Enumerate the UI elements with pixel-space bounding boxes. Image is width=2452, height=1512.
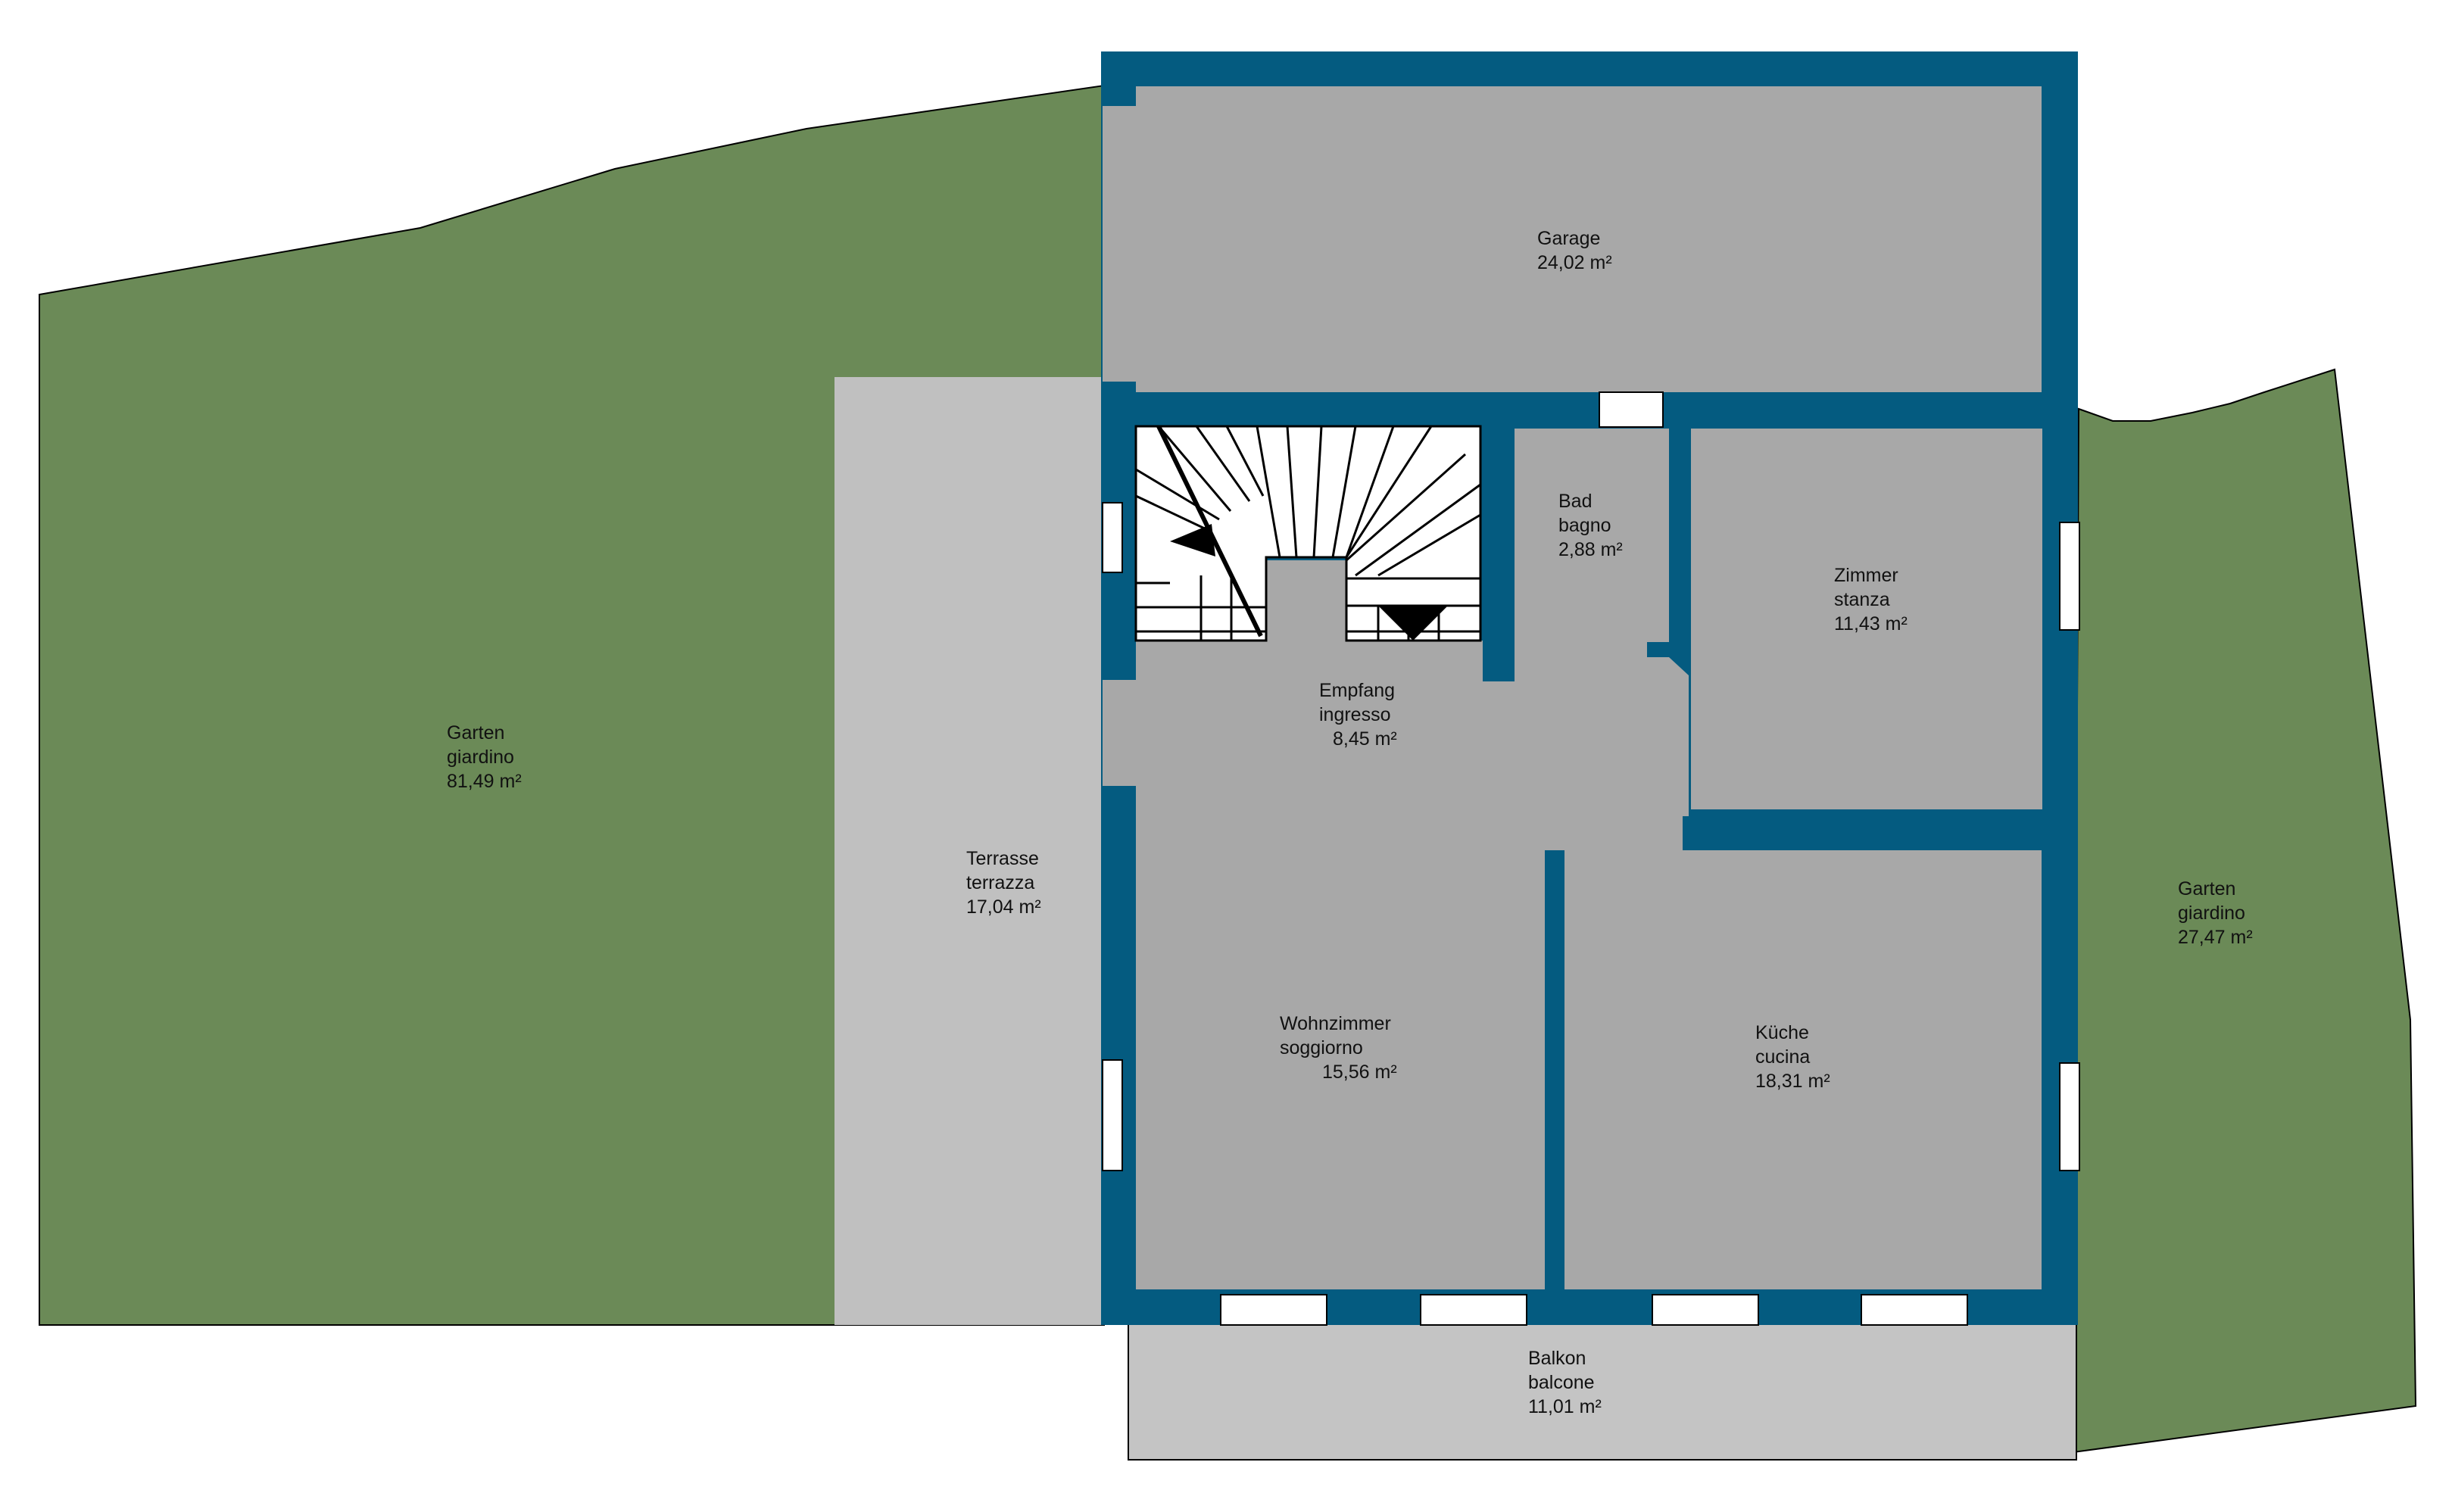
- window-garage-bad: [1599, 391, 1664, 428]
- label-terrasse: Terrasse terrazza 17,04 m²: [966, 848, 1041, 918]
- wall-stub-1: [1483, 641, 1515, 681]
- balcony-area: [1128, 1323, 2077, 1461]
- svg-text:81,49 m²: 81,49 m²: [447, 771, 522, 792]
- wohnzimmer-floor: [1136, 850, 1545, 1289]
- svg-text:soggiorno: soggiorno: [1280, 1037, 1363, 1058]
- label-garage: Garage 24,02 m²: [1537, 228, 1612, 273]
- label-zimmer: Zimmer stanza 11,43 m²: [1834, 565, 1908, 634]
- svg-text:11,01 m²: 11,01 m²: [1528, 1396, 1602, 1417]
- label-bad: Bad bagno 2,88 m²: [1558, 491, 1623, 560]
- svg-text:Bad: Bad: [1558, 491, 1592, 512]
- label-garten-east: Garten giardino 27,47 m²: [2178, 878, 2253, 948]
- svg-text:27,47 m²: 27,47 m²: [2178, 927, 2253, 948]
- svg-text:stanza: stanza: [1834, 589, 1890, 610]
- staircase: [1134, 425, 1482, 642]
- window-south-1: [1220, 1294, 1327, 1326]
- svg-text:2,88 m²: 2,88 m²: [1558, 539, 1623, 560]
- label-wohnzimmer: Wohnzimmer soggiorno 15,56 m²: [1280, 1013, 1397, 1083]
- window-south-3: [1652, 1294, 1759, 1326]
- svg-text:Zimmer: Zimmer: [1834, 565, 1898, 586]
- stair-arrow-down-icon: [1378, 606, 1448, 641]
- label-kueche: Küche cucina 18,31 m²: [1755, 1022, 1830, 1092]
- empfang-floor: [1136, 560, 1689, 850]
- svg-text:17,04 m²: 17,04 m²: [966, 896, 1041, 918]
- svg-text:Garten: Garten: [2178, 878, 2235, 899]
- window-east-kueche: [2059, 1062, 2080, 1171]
- svg-text:Garage: Garage: [1537, 228, 1600, 249]
- svg-text:15,56 m²: 15,56 m²: [1322, 1062, 1397, 1083]
- garden-east-area: [2072, 368, 2417, 1454]
- window-east-zimmer: [2059, 522, 2080, 631]
- label-empfang: Empfang ingresso 8,45 m²: [1319, 680, 1397, 750]
- window-south-2: [1420, 1294, 1527, 1326]
- window-west-wohnzimmer: [1102, 1059, 1123, 1171]
- empfang-door-floor: [1354, 810, 1449, 851]
- kueche-floor: [1564, 850, 2042, 1289]
- garage-floor: [1136, 86, 2042, 392]
- window-south-4: [1861, 1294, 1968, 1326]
- svg-text:giardino: giardino: [447, 747, 514, 768]
- svg-text:ingresso: ingresso: [1319, 704, 1391, 725]
- svg-text:Balkon: Balkon: [1528, 1348, 1586, 1369]
- svg-text:24,02 m²: 24,02 m²: [1537, 252, 1612, 273]
- svg-text:giardino: giardino: [2178, 903, 2245, 924]
- svg-text:18,31 m²: 18,31 m²: [1755, 1071, 1830, 1092]
- svg-text:Garten: Garten: [447, 722, 504, 744]
- windows: [1102, 391, 2080, 1326]
- svg-text:terrazza: terrazza: [966, 872, 1034, 893]
- label-garten-west: Garten giardino 81,49 m²: [447, 722, 522, 792]
- svg-text:Terrasse: Terrasse: [966, 848, 1039, 869]
- svg-text:balcone: balcone: [1528, 1372, 1595, 1393]
- window-west-stairs: [1102, 502, 1123, 573]
- empfang-door-floor-2: [1589, 807, 1683, 851]
- svg-text:Wohnzimmer: Wohnzimmer: [1280, 1013, 1391, 1034]
- svg-text:cucina: cucina: [1755, 1046, 1810, 1068]
- bad-floor: [1515, 429, 1669, 642]
- svg-text:Empfang: Empfang: [1319, 680, 1395, 701]
- zimmer-floor: [1691, 429, 2042, 809]
- terrace-area: [834, 377, 1107, 1325]
- svg-text:Küche: Küche: [1755, 1022, 1809, 1043]
- label-balkon: Balkon balcone 11,01 m²: [1528, 1348, 1602, 1417]
- svg-text:bagno: bagno: [1558, 515, 1611, 536]
- corridor-floor-west-2: [1103, 680, 1136, 786]
- stair-arrow-up-icon: [1170, 524, 1215, 556]
- svg-text:8,45 m²: 8,45 m²: [1333, 728, 1397, 750]
- svg-text:11,43 m²: 11,43 m²: [1834, 613, 1908, 634]
- corridor-floor-west: [1103, 106, 1136, 382]
